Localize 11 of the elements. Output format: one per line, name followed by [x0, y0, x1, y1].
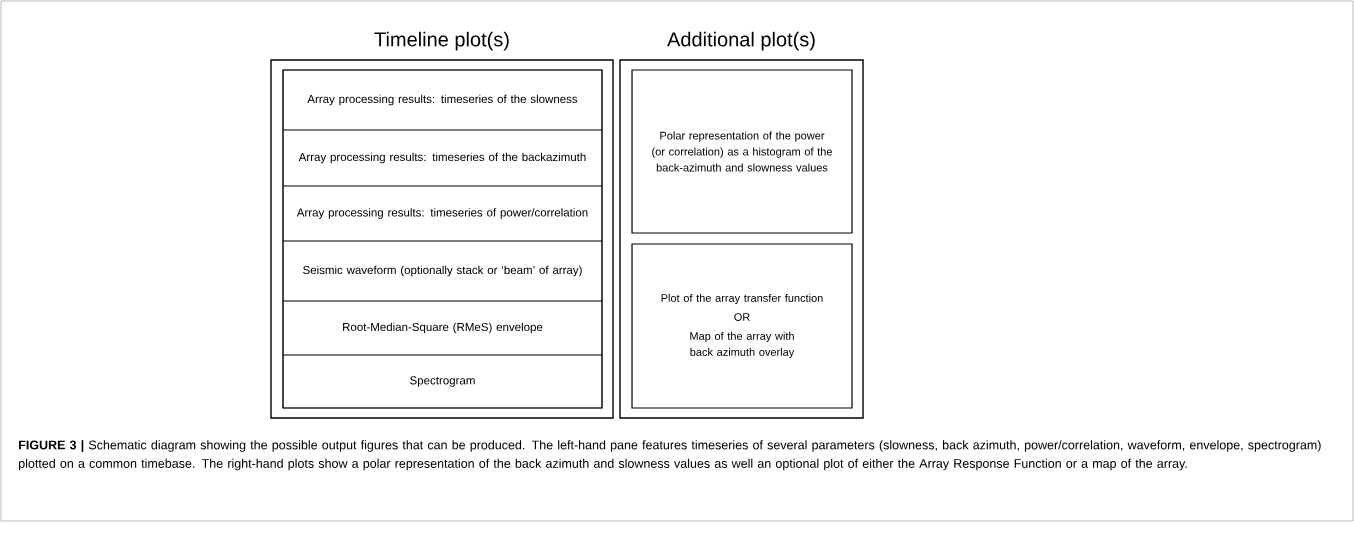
plot-box: Polar representation of the power (or correlation) as a histogram of the back-azimuth and slowness values: [631, 69, 853, 234]
plot-row: Seismic waveform (optionally stack or ‘beam’ of array): [282, 240, 603, 302]
plot-row: Array processing results: timeseries of the slowness: [282, 69, 603, 131]
plot-row: Array processing results: timeseries of power/correlation: [282, 185, 603, 242]
panel-heading: Additional plot(s): [667, 31, 815, 51]
figure-caption: FIGURE 3 | Schematic diagram showing the possible output figures that can be produced. The left-hand pane features timeseries of several parameters (slowness, back azimuth, power/correlation, waveform, envelope, spectrogram) plotted on a common timebase. The right-hand plots show a polar representation of the back azimuth and slowness values as well an optional plot of either the Array Response Function or a map of the array.: [19, 440, 1321, 471]
plot-box: Plot of the array transfer function OR Map of the array with back azimuth overlay: [631, 243, 853, 409]
plot-row: Root-Median-Square (RMeS) envelope: [282, 300, 603, 356]
plot-row: Spectrogram: [282, 354, 603, 409]
plot-row: Array processing results: timeseries of the backazimuth: [282, 129, 603, 187]
panel-heading: Timeline plot(s): [374, 31, 509, 51]
